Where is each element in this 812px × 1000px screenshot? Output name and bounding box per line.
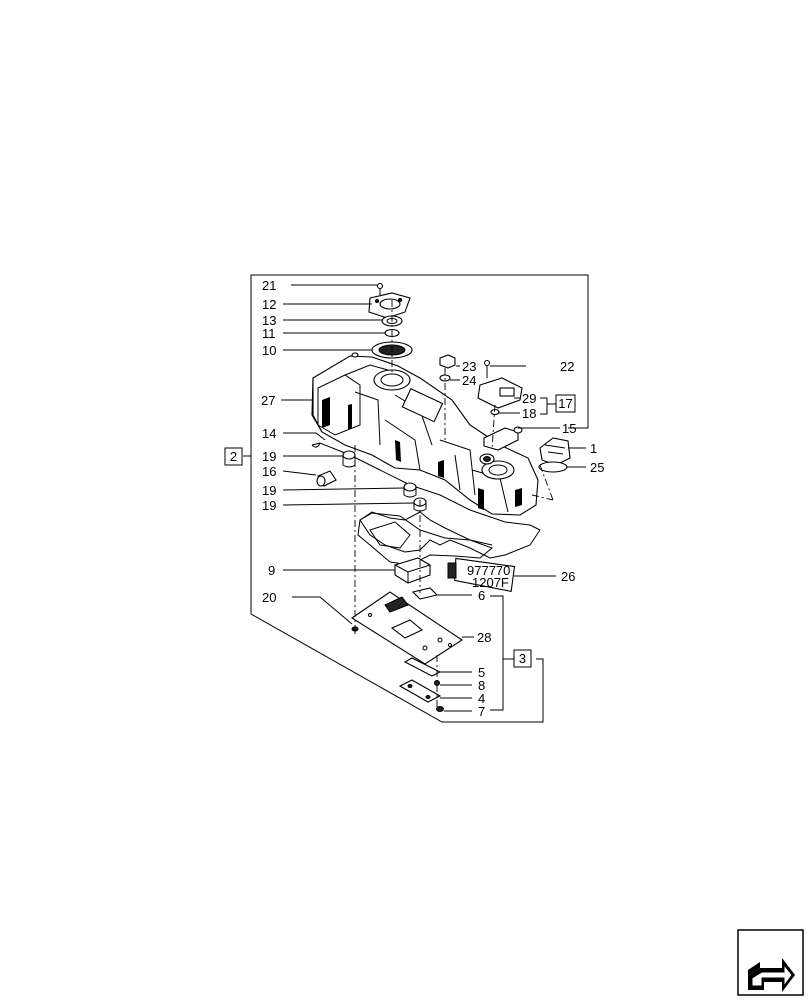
callout-9: 9 xyxy=(268,563,275,578)
callout-16: 16 xyxy=(262,464,276,479)
part-9-block xyxy=(394,557,431,584)
boxed-ref-3[interactable]: 3 xyxy=(513,649,532,668)
callout-19-a: 19 xyxy=(262,449,276,464)
sealant-tube: 977770 1207F xyxy=(447,557,516,593)
callouts: 21 12 13 11 10 27 14 19 16 19 19 9 20 23… xyxy=(261,278,604,719)
boxed-ref-2[interactable]: 2 xyxy=(224,447,243,466)
lower-gasket xyxy=(357,512,493,566)
callout-15: 15 xyxy=(562,421,576,436)
callout-7: 7 xyxy=(478,704,485,719)
oil-filler-cap xyxy=(538,437,571,473)
seal-19-upper xyxy=(342,450,356,468)
callout-19-c: 19 xyxy=(262,498,276,513)
callout-13: 13 xyxy=(262,313,276,328)
callout-1: 1 xyxy=(590,441,597,456)
leader-lines xyxy=(281,284,586,712)
svg-text:3: 3 xyxy=(519,651,526,666)
callout-26: 26 xyxy=(561,569,575,584)
callout-5: 5 xyxy=(478,665,485,680)
breather-parts xyxy=(439,354,523,451)
clamp-4 xyxy=(398,679,442,703)
seal-19-lower xyxy=(403,482,427,512)
callout-25: 25 xyxy=(590,460,604,475)
callout-4: 4 xyxy=(478,691,485,706)
callout-8: 8 xyxy=(478,678,485,693)
boxed-ref-17[interactable]: 17 xyxy=(555,394,576,413)
callout-10: 10 xyxy=(262,343,276,358)
callout-6: 6 xyxy=(478,588,485,603)
callout-24: 24 xyxy=(462,373,476,388)
screw-20 xyxy=(351,626,359,634)
screw-7 xyxy=(436,706,444,712)
callout-14: 14 xyxy=(262,426,276,441)
callout-20: 20 xyxy=(262,590,276,605)
plate-28 xyxy=(350,591,464,665)
alignment-lines xyxy=(354,300,554,709)
callout-27: 27 xyxy=(261,393,275,408)
callout-12: 12 xyxy=(262,297,276,312)
next-page-arrow-icon[interactable] xyxy=(737,929,804,996)
cap-stack xyxy=(368,282,413,359)
callout-28: 28 xyxy=(477,630,491,645)
svg-text:17: 17 xyxy=(558,396,572,411)
svg-text:2: 2 xyxy=(230,449,237,464)
callout-22: 22 xyxy=(560,359,574,374)
callout-21: 21 xyxy=(262,278,276,293)
cover-gasket xyxy=(311,442,541,559)
svg-text:977770: 977770 xyxy=(467,563,510,578)
group-bracket-2 xyxy=(243,274,589,723)
callout-19-b: 19 xyxy=(262,483,276,498)
callout-11: 11 xyxy=(262,326,276,341)
group-bracket-17 xyxy=(540,397,556,415)
part-6-pad xyxy=(411,587,439,600)
group-bracket-3 xyxy=(490,595,514,711)
callout-29: 29 xyxy=(522,391,536,406)
cylinder-head-cover xyxy=(311,352,539,516)
plug-16 xyxy=(316,470,337,487)
svg-text:1207F: 1207F xyxy=(472,575,509,590)
callout-18: 18 xyxy=(522,406,536,421)
callout-23: 23 xyxy=(462,359,476,374)
